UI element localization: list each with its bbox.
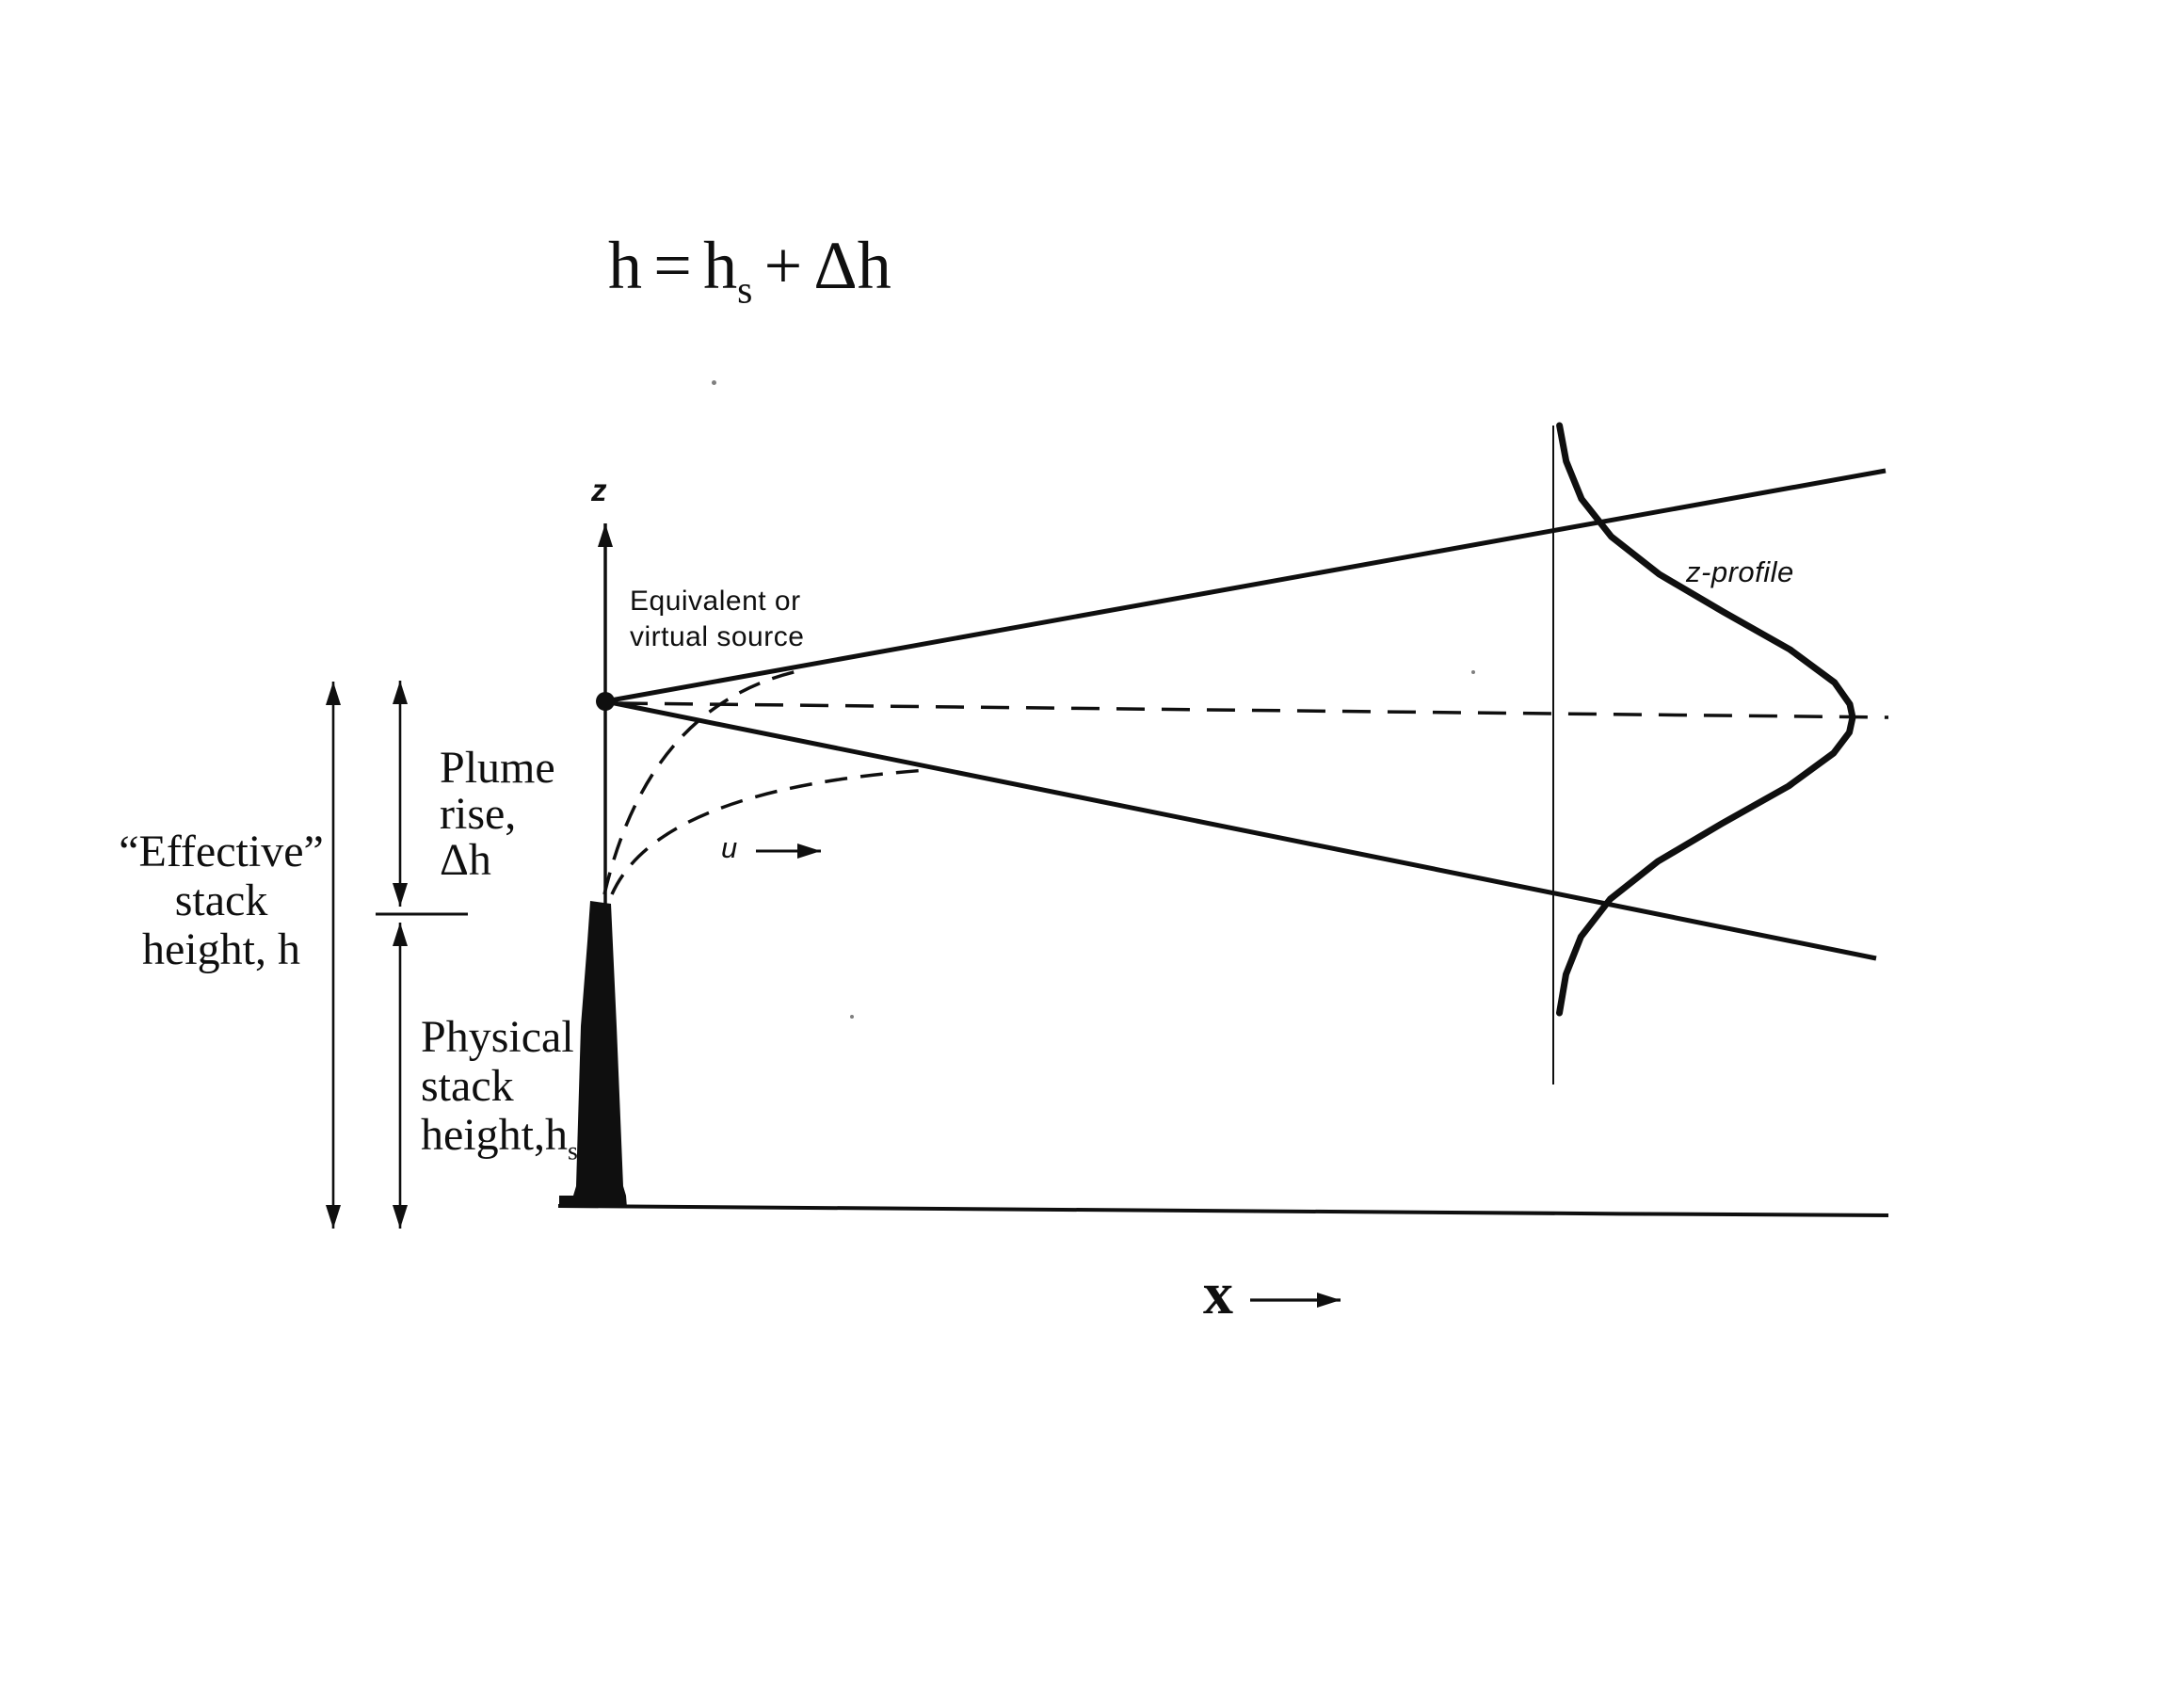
scan-speck [712,380,716,385]
lower-plume-boundary [604,699,1877,961]
plume-rise-line1: Plume [440,743,555,793]
physical-label-line1: Physical [421,1012,574,1062]
ground-line [557,1204,1889,1217]
upper-plume-boundary [604,468,1887,704]
physical-label-line2: stack [421,1061,514,1111]
formula-hs-subscript: s [737,268,753,313]
effective-stack-height-label: “Effective” stack height, h [104,827,339,974]
scan-speck [1471,670,1475,674]
wind-speed-label: u [721,831,738,864]
plume-centerline-dashed [618,701,1889,719]
physical-label-line3-base: height,h [421,1110,568,1160]
plume-rise-label: Plume rise, Δh [440,745,555,883]
formula-equals: = [653,228,692,303]
physical-stack-height-label: Physical stack height,hs [421,1012,578,1165]
z-profile-label: z-profile [1686,555,1794,588]
z-axis-label: z [591,473,607,507]
formula-lhs: h [608,228,642,303]
equivalent-source-label: Equivalent or virtual source [630,584,804,655]
plume-rise-curve-upper [602,667,807,895]
z-profile-curve [1556,422,1856,1017]
plume-rise-line3: Δh [440,835,491,885]
scan-speck [850,1015,854,1019]
physical-label-line3: height,hs [421,1110,578,1165]
formula-hs-base: h [703,228,738,303]
equivalent-source-line1: Equivalent or [630,586,801,617]
effective-label-line2: stack [174,876,268,925]
x-axis-label: x [1203,1260,1233,1326]
formula-delta-h: Δh [813,228,891,303]
stack-silhouette [559,901,627,1208]
virtual-source-point [596,692,615,711]
physical-label-hs-subscript: s [567,1136,578,1166]
equivalent-source-line2: virtual source [630,621,805,652]
plume-rise-curve-lower [610,768,928,895]
plume-rise-line2: rise, [440,789,517,839]
effective-height-formula: h=hs+Δh [608,232,891,310]
effective-label-line1: “Effective” [119,827,324,876]
effective-label-line3: height, h [142,924,300,974]
formula-plus: + [763,228,803,303]
